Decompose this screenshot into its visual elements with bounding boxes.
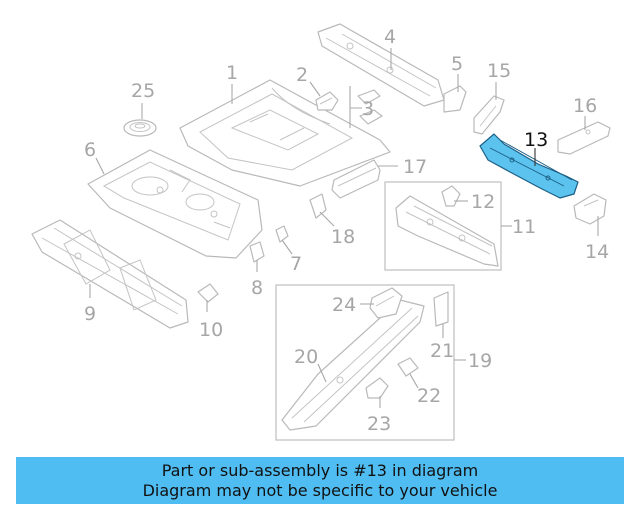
callout-4: 4 (384, 26, 396, 48)
callout-2: 2 (296, 64, 308, 86)
info-banner: Part or sub-assembly is #13 in diagram D… (16, 457, 624, 504)
callout-3: 3 (362, 98, 374, 120)
callout-20: 20 (294, 346, 318, 368)
part-14-bracket (573, 193, 607, 225)
callout-15: 15 (487, 60, 511, 82)
part-18-plate (309, 193, 327, 219)
callout-19: 19 (468, 350, 492, 372)
callout-21: 21 (430, 340, 454, 362)
callout-22: 22 (417, 385, 441, 407)
part-11-rail-assembly (395, 195, 499, 267)
part-22-clip (397, 357, 419, 377)
part-21-plate (433, 291, 449, 327)
callout-1: 1 (226, 62, 238, 84)
callout-8: 8 (251, 277, 263, 299)
callout-25: 25 (131, 80, 155, 102)
part-25-grommet (123, 119, 157, 137)
part-3-clips (357, 89, 383, 125)
callout-6: 6 (84, 139, 96, 161)
banner-line-1: Part or sub-assembly is #13 in diagram (161, 460, 479, 480)
callout-23: 23 (367, 413, 391, 435)
part-23-bracket (365, 377, 389, 399)
callout-17: 17 (403, 156, 427, 178)
callout-7: 7 (290, 253, 302, 275)
callout-18: 18 (331, 226, 355, 248)
callout-13: 13 (524, 129, 548, 151)
part-16-reinforcement (557, 121, 611, 155)
part-13-highlighted (479, 133, 579, 199)
callout-5: 5 (451, 53, 463, 75)
part-10-bracket (197, 283, 219, 303)
part-17-channel (331, 159, 381, 199)
group-box-19 (275, 284, 455, 441)
callout-16: 16 (573, 95, 597, 117)
part-7-clip (275, 225, 289, 243)
callout-24: 24 (332, 294, 356, 316)
callout-14: 14 (585, 241, 609, 263)
part-24-bracket (369, 287, 403, 319)
callout-10: 10 (199, 319, 223, 341)
callout-9: 9 (84, 303, 96, 325)
banner-line-2: Diagram may not be specific to your vehi… (142, 480, 498, 500)
part-5-bracket (443, 85, 467, 113)
part-20-side-member (281, 299, 425, 431)
part-2-bracket (315, 91, 339, 111)
part-6-trunk-floor (87, 149, 263, 259)
parts-diagram: 25 1 2 3 4 5 15 (31, 23, 611, 441)
part-8-clip (249, 241, 265, 263)
part-9-side-rail (31, 219, 189, 329)
part-15-bracket (473, 95, 505, 135)
part-1-floor-pan (179, 79, 391, 187)
callout-11: 11 (512, 216, 536, 238)
callout-12: 12 (471, 191, 495, 213)
part-12-clip (441, 185, 461, 207)
part-4-crossmember (317, 23, 445, 107)
